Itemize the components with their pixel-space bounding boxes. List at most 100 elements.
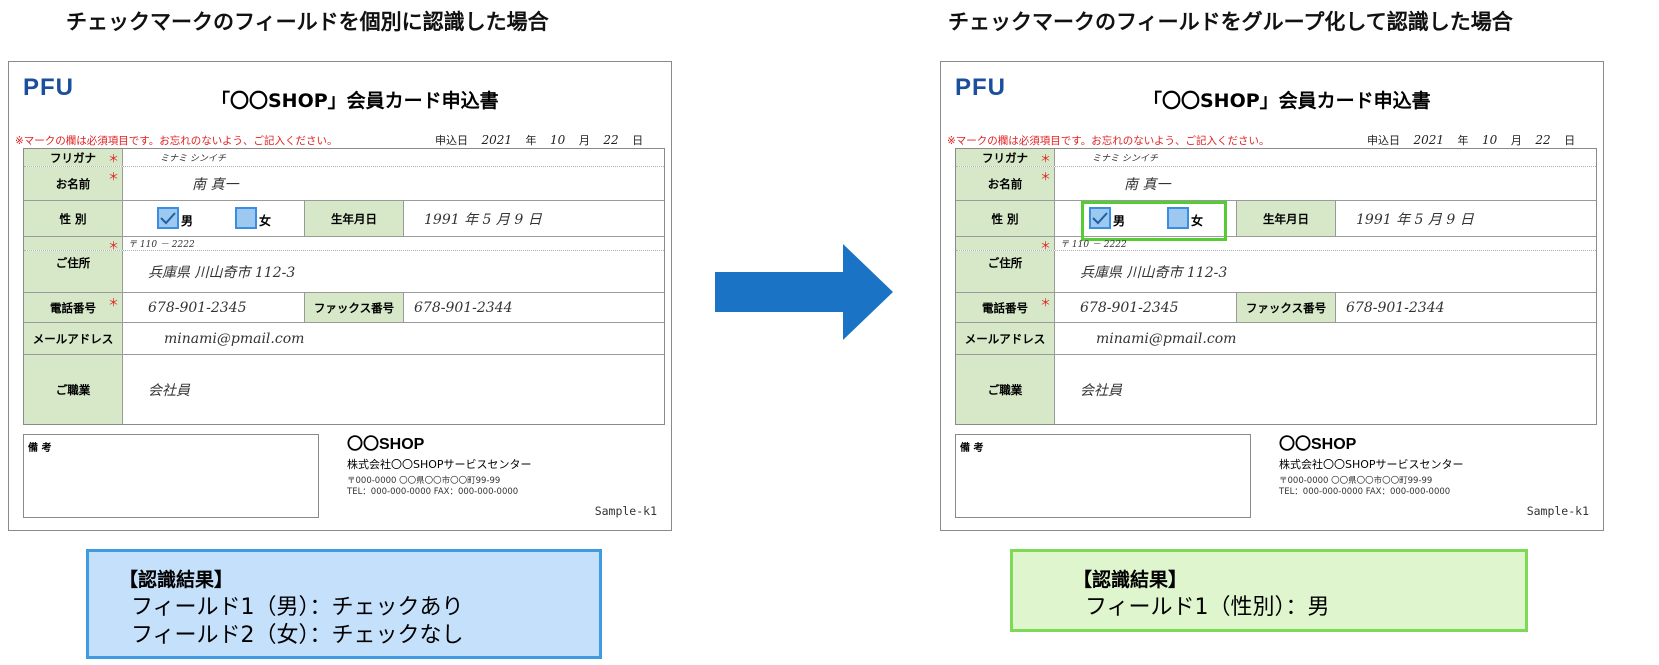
checkbox-female[interactable] xyxy=(235,207,257,229)
required-notice: ※マークの欄は必須項目です。お忘れのないよう、ご記入ください。 xyxy=(15,135,338,147)
value-address: 兵庫県 川山奇市 112-3 xyxy=(1080,264,1228,281)
date-day-unit: 日 xyxy=(1564,134,1576,147)
date-month-unit: 月 xyxy=(1510,134,1522,147)
label-occupation: ご職業 xyxy=(956,355,1055,424)
value-fax: 678-901-2344 xyxy=(414,299,513,316)
checkbox-female[interactable] xyxy=(1167,207,1189,229)
notes-label: 備 考 xyxy=(28,443,52,454)
result-line: フィールド2（女）：チェックなし xyxy=(131,623,464,648)
required-star: ＊ xyxy=(108,152,119,165)
required-notice: ※マークの欄は必須項目です。お忘れのないよう、ご記入ください。 xyxy=(947,135,1270,147)
date-label: 申込日 xyxy=(435,134,468,147)
value-fax: 678-901-2344 xyxy=(1346,299,1445,316)
row-occupation: ご職業 会社員 xyxy=(956,355,1596,424)
required-star: ＊ xyxy=(108,170,119,183)
gender-female-label: 女 xyxy=(1191,214,1204,228)
row-phone: 電話番号 ＊ 678-901-2345 ファックス番号 678-901-2344 xyxy=(24,293,664,323)
row-gender: 性 別 男 女 生年月日 1991 年 5 月 9 日 xyxy=(956,201,1596,241)
value-furigana: ミナミ シンイチ xyxy=(1092,154,1158,164)
required-star: ＊ xyxy=(1040,170,1051,183)
date-day-unit: 日 xyxy=(632,134,644,147)
heading-grouped: チェックマークのフィールドをグループ化して認識した場合 xyxy=(948,10,1513,34)
value-address: 兵庫県 川山奇市 112-3 xyxy=(148,264,296,281)
row-furigana: フリガナ ＊ ミナミ シンイチ xyxy=(24,149,664,167)
row-furigana: フリガナ ＊ ミナミ シンイチ xyxy=(956,149,1596,167)
sample-id: Sample-k1 xyxy=(1526,504,1589,518)
result-line: フィールド1（性別）：男 xyxy=(1085,595,1330,620)
date-year: 2021 xyxy=(1413,133,1445,147)
required-star: ＊ xyxy=(1040,152,1051,165)
required-star: ＊ xyxy=(108,239,119,252)
value-occupation: 会社員 xyxy=(148,382,190,399)
checkbox-male[interactable] xyxy=(157,207,179,229)
label-name: お名前 xyxy=(24,167,123,200)
notes-label: 備 考 xyxy=(960,443,984,454)
date-day: 22 xyxy=(603,133,619,147)
gender-male-label: 男 xyxy=(1113,214,1126,228)
shop-address: 〒000-0000 〇〇県〇〇市〇〇町99-99 xyxy=(347,476,501,486)
date-year-unit: 年 xyxy=(1457,134,1469,147)
shop-name: 〇〇SHOP xyxy=(347,436,425,453)
label-email: メールアドレス xyxy=(24,323,123,354)
label-address: ご住所 xyxy=(24,251,123,292)
row-email: メールアドレス minami@pmail.com xyxy=(956,323,1596,355)
row-address: ご住所 兵庫県 川山奇市 112-3 xyxy=(956,251,1596,293)
label-fax: ファックス番号 xyxy=(304,293,404,322)
right-arrow-icon xyxy=(715,244,893,340)
label-phone: 電話番号 xyxy=(956,293,1055,322)
gender-male-label: 男 xyxy=(181,214,194,228)
result-title: 【認識結果】 xyxy=(1073,569,1188,591)
pfu-logo: PFU xyxy=(955,74,1006,101)
notes-box: 備 考 xyxy=(955,434,1251,518)
label-address-spacer xyxy=(956,237,1055,250)
value-postal: 〒 110 － 2222 xyxy=(1060,240,1127,250)
label-furigana: フリガナ xyxy=(24,149,123,166)
row-name: お名前 ＊ 南 真一 xyxy=(24,167,664,201)
label-email: メールアドレス xyxy=(956,323,1055,354)
row-occupation: ご職業 会社員 xyxy=(24,355,664,424)
result-line: フィールド1（男）：チェックあり xyxy=(131,595,464,620)
label-occupation: ご職業 xyxy=(24,355,123,424)
date-day: 22 xyxy=(1535,133,1551,147)
checkmark-icon xyxy=(1092,212,1108,225)
label-fax: ファックス番号 xyxy=(1236,293,1336,322)
date-month: 10 xyxy=(550,133,566,147)
shop-company: 株式会社〇〇SHOPサービスセンター xyxy=(347,458,532,471)
label-gender: 性 別 xyxy=(956,201,1055,236)
notes-box: 備 考 xyxy=(23,434,319,518)
value-furigana: ミナミ シンイチ xyxy=(160,154,226,164)
shop-address: 〒000-0000 〇〇県〇〇市〇〇町99-99 xyxy=(1279,476,1433,486)
result-title: 【認識結果】 xyxy=(119,569,234,591)
gender-female-label: 女 xyxy=(259,214,272,228)
label-birthdate: 生年月日 xyxy=(304,201,404,236)
label-gender: 性 別 xyxy=(24,201,123,236)
date-label: 申込日 xyxy=(1367,134,1400,147)
shop-tel: TEL：000-000-0000 FAX：000-000-0000 xyxy=(347,487,519,497)
date-month-unit: 月 xyxy=(578,134,590,147)
application-date: 申込日 2021 年 10 月 22 日 xyxy=(435,132,643,148)
value-postal: 〒 110 － 2222 xyxy=(128,240,195,250)
shop-company: 株式会社〇〇SHOPサービスセンター xyxy=(1279,458,1464,471)
value-phone: 678-901-2345 xyxy=(1080,299,1179,316)
result-box-individual: 【認識結果】 フィールド1（男）：チェックあり フィールド2（女）：チェックなし xyxy=(86,549,602,659)
row-email: メールアドレス minami@pmail.com xyxy=(24,323,664,355)
gender-group-highlight xyxy=(1081,201,1227,241)
form-title: 「〇〇SHOP」会員カード申込書 xyxy=(211,90,499,112)
label-address-spacer xyxy=(24,237,123,250)
form-grid: フリガナ ＊ ミナミ シンイチ お名前 ＊ 南 真一 性 別 男 女 生年月日 … xyxy=(955,148,1597,425)
shop-name: 〇〇SHOP xyxy=(1279,436,1357,453)
form-sample-grouped: PFU 「〇〇SHOP」会員カード申込書 ※マークの欄は必須項目です。お忘れのな… xyxy=(940,61,1604,531)
value-email: minami@pmail.com xyxy=(1096,330,1237,347)
value-birthdate: 1991 年 5 月 9 日 xyxy=(424,211,542,228)
value-name: 南 真一 xyxy=(192,176,239,193)
pfu-logo: PFU xyxy=(23,74,74,101)
checkbox-male[interactable] xyxy=(1089,207,1111,229)
date-month: 10 xyxy=(1482,133,1498,147)
label-furigana: フリガナ xyxy=(956,149,1055,166)
label-birthdate: 生年月日 xyxy=(1236,201,1336,236)
sample-id: Sample-k1 xyxy=(594,504,657,518)
result-box-grouped: 【認識結果】 フィールド1（性別）：男 xyxy=(1010,549,1528,632)
label-address: ご住所 xyxy=(956,251,1055,292)
label-name: お名前 xyxy=(956,167,1055,200)
row-postal: ＊ 〒 110 － 2222 xyxy=(24,237,664,252)
